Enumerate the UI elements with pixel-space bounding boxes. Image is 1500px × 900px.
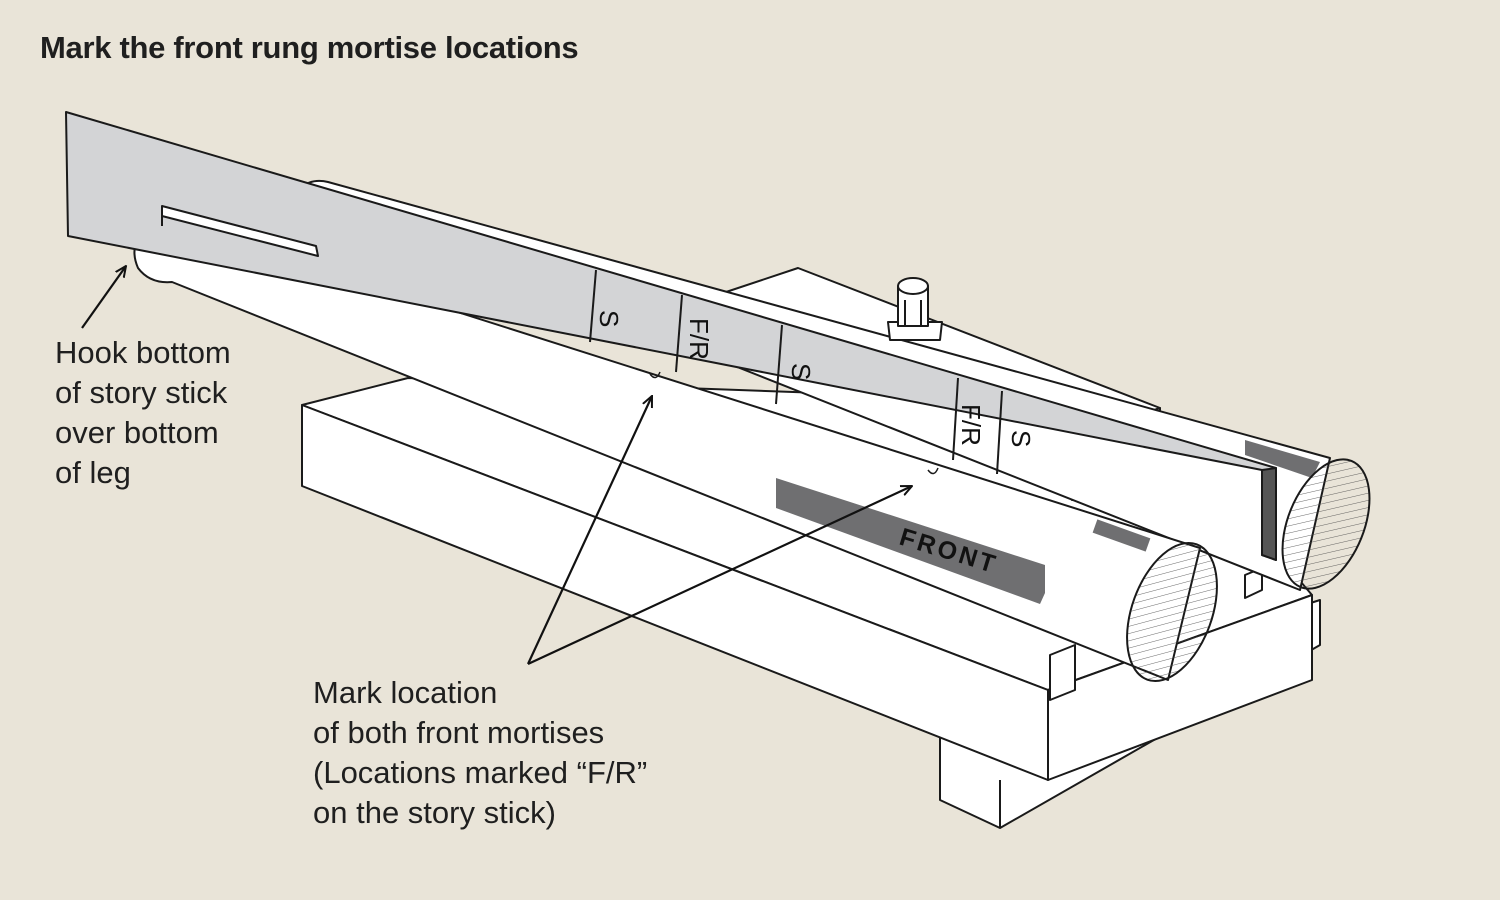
mortise-arrow-1: [527, 396, 652, 665]
mark-callout-line: of both front mortises: [313, 715, 605, 750]
mark-s-3: S: [1006, 430, 1036, 447]
mark-callout-line: on the story stick): [313, 795, 556, 830]
mark-callout-line: (Locations marked “F/R”: [313, 755, 648, 790]
hook-callout: Hook bottom of story stick over bottom o…: [55, 333, 231, 493]
hook-callout-line: of story stick: [55, 375, 228, 410]
leader-arrows: [81, 266, 912, 665]
front-label-band: [776, 478, 1045, 604]
hook-arrow: [81, 266, 126, 329]
hook-callout-line: Hook bottom: [55, 335, 231, 370]
mark-fr-2: F/R: [956, 404, 986, 446]
mark-callout-line: Mark location: [313, 675, 498, 710]
clamp-knob: [887, 277, 943, 341]
mark-fr-1: F/R: [684, 318, 714, 360]
hook-callout-line: of leg: [55, 455, 131, 490]
story-stick-marks: S F/R S F/R S: [594, 310, 1036, 447]
diagram-title: Mark the front rung mortise locations: [40, 30, 579, 65]
mark-s-1: S: [594, 310, 624, 327]
mark-callout: Mark location of both front mortises (Lo…: [313, 673, 647, 833]
mark-s-2: S: [786, 363, 816, 380]
story-stick: [65, 111, 1277, 561]
mortise-arrow-2: [527, 486, 912, 665]
hook-callout-line: over bottom: [55, 415, 219, 450]
